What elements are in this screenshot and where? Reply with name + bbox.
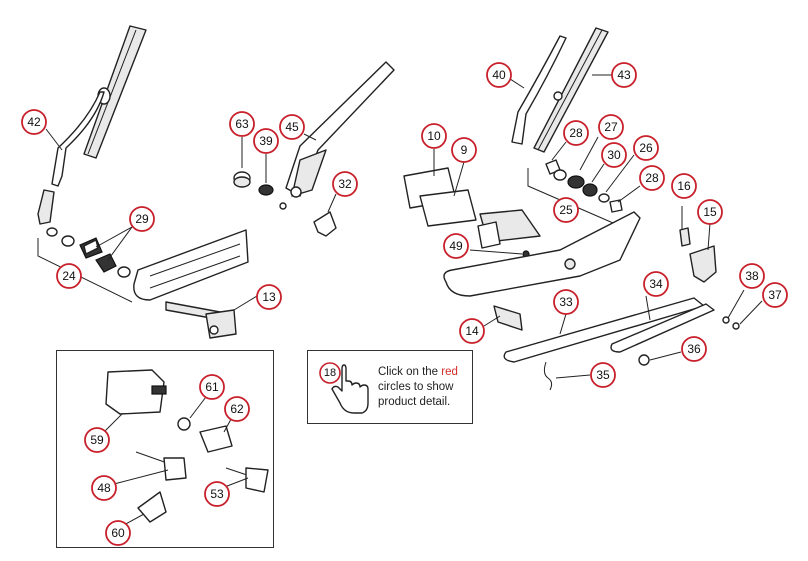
callout-40[interactable]: 40 <box>486 62 512 88</box>
callout-63[interactable]: 63 <box>229 111 255 137</box>
callout-43[interactable]: 43 <box>611 62 637 88</box>
spindle-parts-left <box>37 227 133 303</box>
callout-33[interactable]: 33 <box>553 289 579 315</box>
callout-37[interactable]: 37 <box>762 282 788 308</box>
callout-15[interactable]: 15 <box>697 199 723 225</box>
callout-26[interactable]: 26 <box>633 135 659 161</box>
hint-text-before: Click on the <box>378 366 442 378</box>
wiper-arm-center <box>233 61 395 237</box>
callout-48[interactable]: 48 <box>91 475 117 501</box>
callout-45[interactable]: 45 <box>279 114 305 140</box>
callout-32[interactable]: 32 <box>332 171 358 197</box>
switch-parts <box>105 369 269 523</box>
callout-39[interactable]: 39 <box>253 128 279 154</box>
callout-36[interactable]: 36 <box>681 336 707 362</box>
hint-icon-number: 18 <box>324 367 336 379</box>
callout-28-lower[interactable]: 28 <box>639 165 665 191</box>
wiper-motor <box>403 167 541 258</box>
linkage-assembly-right <box>443 211 740 391</box>
callout-10[interactable]: 10 <box>421 123 447 149</box>
callout-9[interactable]: 9 <box>451 137 477 163</box>
callout-30[interactable]: 30 <box>601 142 627 168</box>
callout-49[interactable]: 49 <box>443 233 469 259</box>
callout-42[interactable]: 42 <box>21 109 47 135</box>
callout-35[interactable]: 35 <box>590 362 616 388</box>
wiper-blade-right <box>511 27 609 153</box>
callout-60[interactable]: 60 <box>105 520 131 546</box>
callout-29[interactable]: 29 <box>129 206 155 232</box>
spindle-parts-right <box>527 159 623 227</box>
callout-34[interactable]: 34 <box>643 271 669 297</box>
callout-53[interactable]: 53 <box>204 481 230 507</box>
hint-box: 18 Click on the red circles to show prod… <box>307 350 473 424</box>
callout-59[interactable]: 59 <box>84 427 110 453</box>
leader-lines <box>45 74 763 527</box>
callout-13[interactable]: 13 <box>256 284 282 310</box>
callout-62[interactable]: 62 <box>224 396 250 422</box>
linkage-bracket <box>133 229 249 339</box>
callout-16[interactable]: 16 <box>671 173 697 199</box>
callout-24[interactable]: 24 <box>56 263 82 289</box>
callout-28-upper[interactable]: 28 <box>563 120 589 146</box>
callout-27[interactable]: 27 <box>598 114 624 140</box>
hint-text-red: red <box>441 366 458 378</box>
callout-25[interactable]: 25 <box>553 197 579 223</box>
callout-61[interactable]: 61 <box>199 374 225 400</box>
wiper-blade-left <box>37 25 147 225</box>
callout-38[interactable]: 38 <box>739 263 765 289</box>
callout-14[interactable]: 14 <box>459 318 485 344</box>
hint-text-after: circles to show product detail. <box>378 381 454 408</box>
hint-text: Click on the red circles to show product… <box>378 365 470 410</box>
pointing-hand-icon: 18 <box>319 362 369 414</box>
